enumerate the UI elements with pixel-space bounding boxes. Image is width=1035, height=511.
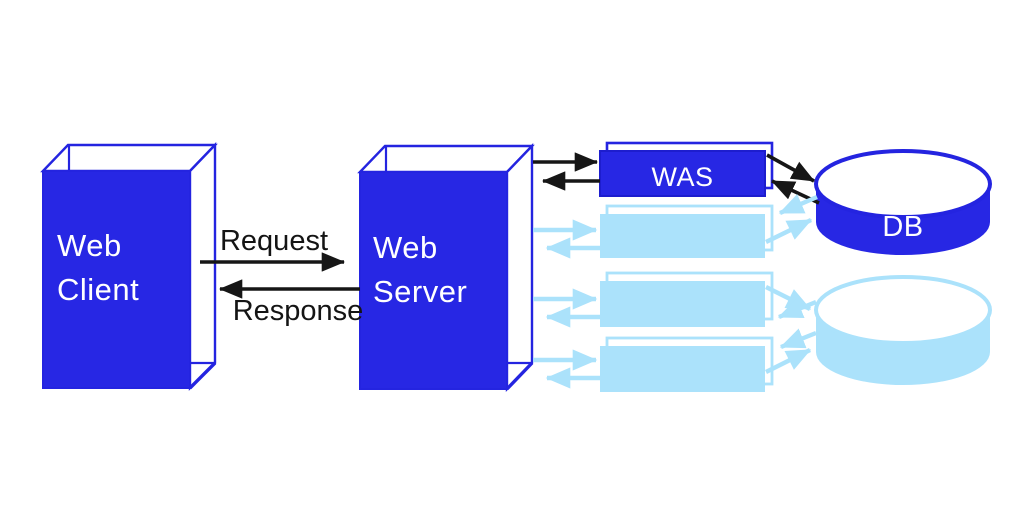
db-replica-top — [814, 275, 992, 345]
request-label: Request — [219, 225, 328, 257]
web-server-node — [357, 143, 535, 392]
was-replica-row-3 — [600, 336, 774, 392]
was-front-box — [599, 150, 766, 197]
was-node — [599, 141, 774, 197]
web-client-node — [40, 142, 218, 391]
replica1-to-db-arrow — [765, 218, 813, 244]
web-server-front-face — [359, 171, 508, 390]
db-to-replica1-arrow — [778, 194, 818, 216]
replica-front-box — [600, 214, 765, 258]
replica-front-box — [600, 281, 765, 327]
replica3-to-dbreplica-arrow — [765, 348, 812, 374]
was-to-db-arrow — [766, 153, 815, 183]
replica-front-box — [600, 346, 765, 392]
db-top — [814, 149, 992, 219]
web-server-label: Web Server — [373, 230, 468, 310]
web-client-bottom-edge — [188, 361, 217, 390]
db-node — [814, 149, 992, 255]
dbreplica-to-replica3-arrow — [779, 328, 817, 350]
response-label: Response — [232, 295, 364, 327]
was-replica-row-2 — [600, 271, 774, 327]
web-client-label: Web Client — [57, 228, 140, 308]
was-label: WAS — [651, 162, 714, 192]
was-replica-row-1 — [600, 204, 774, 258]
db-replica-node — [814, 275, 992, 385]
db-label: DB — [882, 211, 924, 243]
web-server-bottom-edge — [505, 361, 534, 391]
dbreplica-to-replica2-arrow — [777, 298, 817, 320]
web-client-front-face — [42, 170, 191, 389]
